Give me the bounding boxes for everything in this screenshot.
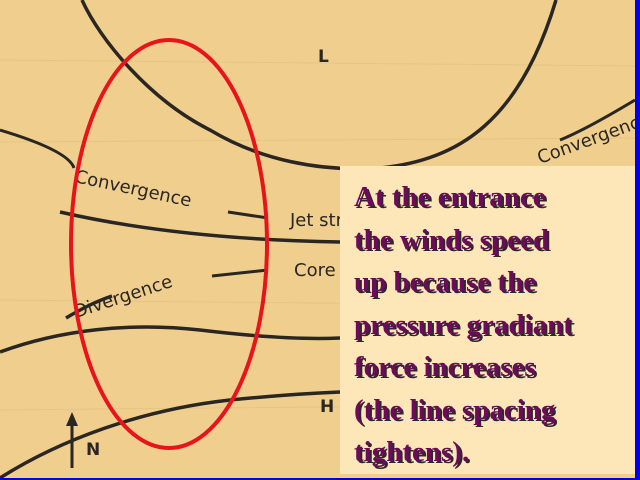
north-label: N	[86, 440, 100, 460]
core-label: Core	[294, 260, 336, 281]
high-pressure-isobar-lower	[0, 390, 341, 478]
low-pressure-label: L	[318, 47, 329, 67]
highlight-ellipse	[69, 38, 269, 450]
callout-text: At the entrance the winds speed up becau…	[354, 181, 573, 468]
core-lead-line	[211, 268, 269, 278]
jet-stream-lower-line	[65, 294, 113, 320]
divergence-label: Divergence	[71, 271, 175, 323]
jet-stream-upper-line	[59, 210, 341, 244]
north-arrow-icon	[66, 412, 78, 468]
low-pressure-isobar	[80, 0, 558, 171]
convergence-isobar	[0, 128, 76, 169]
convergence-label: Convergence	[73, 166, 193, 211]
explanation-callout: At the entrance the winds speed up becau…	[340, 166, 635, 474]
high-pressure-isobar	[0, 325, 341, 354]
high-pressure-label: H	[320, 397, 334, 417]
convergence-lead-line	[227, 210, 269, 220]
convergence-isobar-right	[559, 98, 635, 142]
